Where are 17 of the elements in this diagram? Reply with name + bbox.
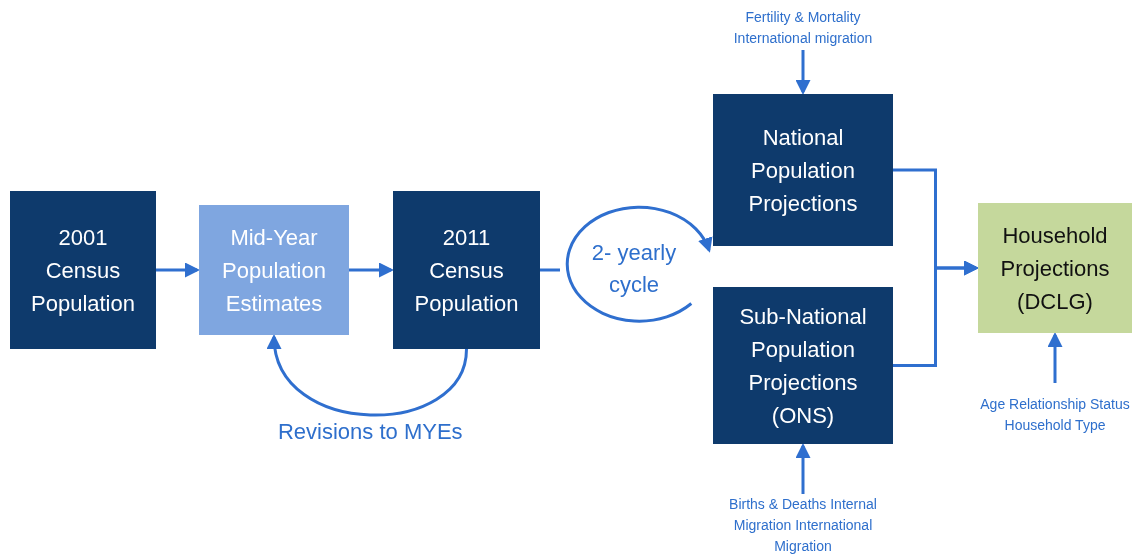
arrow: [156, 262, 200, 278]
process-box: National Population Projections: [713, 94, 893, 246]
arrow: [1047, 332, 1063, 383]
process-box: Sub-National Population Projections (ONS): [713, 287, 893, 444]
process-box: Household Projections (DCLG): [978, 203, 1132, 333]
input-note: Fertility & Mortality International migration: [713, 6, 893, 50]
process-box: Mid-Year Population Estimates: [199, 205, 349, 335]
arrow: [795, 50, 811, 95]
cycle-label: 2- yearly cycle: [562, 212, 706, 326]
process-box: 2011 Census Population: [393, 191, 540, 349]
arrow: [268, 334, 468, 417]
input-note: Births & Deaths Internal Migration International Migration: [720, 494, 886, 556]
arrow: [893, 260, 979, 367]
arrow: [795, 443, 811, 494]
input-note: Age Relationship Status Household Type: [978, 383, 1132, 447]
arrow: [349, 262, 394, 278]
process-box: 2001 Census Population: [10, 191, 156, 349]
